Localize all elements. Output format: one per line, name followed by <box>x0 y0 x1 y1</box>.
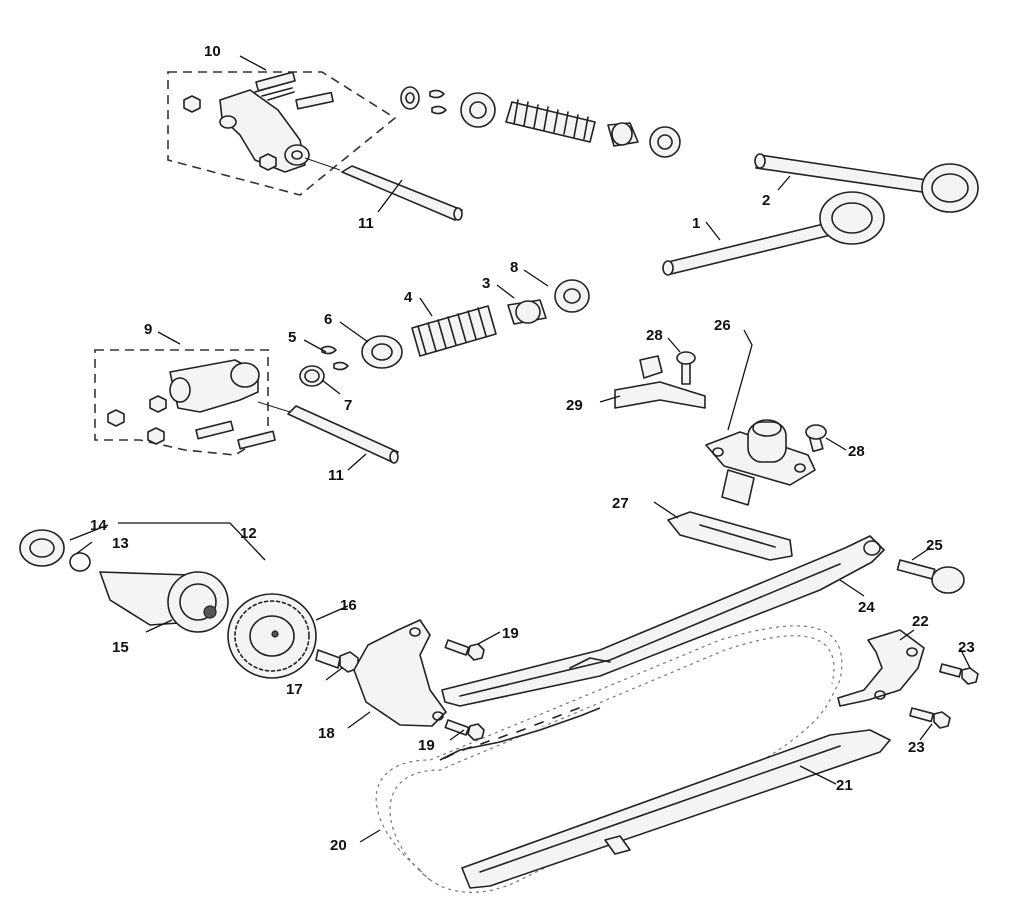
plate-29 <box>614 355 706 409</box>
callout-9: 9 <box>144 321 152 338</box>
lower-valve-spring-row <box>299 279 590 387</box>
callout-17: 17 <box>286 681 303 698</box>
callout-11-lower: 11 <box>328 467 344 484</box>
chain-guide-21 <box>461 729 891 889</box>
callout-16: 16 <box>340 597 357 614</box>
callout-18: 18 <box>318 725 335 742</box>
bolts-23 <box>909 663 979 729</box>
callout-13: 13 <box>112 535 129 552</box>
callout-28-upper: 28 <box>646 327 663 344</box>
callout-15: 14 <box>90 517 107 534</box>
callout-24: 24 <box>858 599 875 616</box>
callout-22: 22 <box>912 613 929 630</box>
lower-rocker-arm-group <box>94 349 399 464</box>
bracket-22 <box>837 629 925 707</box>
callout-2: 2 <box>762 192 770 209</box>
callout-26: 26 <box>714 317 731 334</box>
callout-21: 21 <box>836 777 853 794</box>
chain-tensioner-24 <box>441 535 885 707</box>
bolts-28 <box>676 351 827 453</box>
tensioner-26 <box>705 419 816 506</box>
upper-rocker-arm-group <box>167 71 463 221</box>
callout-labels: 10 11 2 1 8 3 4 6 5 7 9 11 12 14 13 15 1… <box>90 43 975 854</box>
leader-lines <box>69 55 971 843</box>
callout-19-upper: 19 <box>502 625 519 642</box>
callout-28-lower: 28 <box>848 443 865 460</box>
valve-2 <box>754 153 979 213</box>
callout-7: 7 <box>344 397 352 414</box>
valve-1 <box>662 191 885 276</box>
callout-1: 1 <box>692 215 700 232</box>
callout-3: 3 <box>482 275 490 292</box>
callout-12: 12 <box>240 525 257 542</box>
timing-chain-20 <box>375 625 843 893</box>
callout-25: 25 <box>926 537 943 554</box>
callout-5: 5 <box>288 329 296 346</box>
callout-4: 4 <box>404 289 413 306</box>
callout-10: 10 <box>204 43 221 60</box>
callout-19-lower: 19 <box>418 737 435 754</box>
callout-8: 8 <box>510 259 518 276</box>
camshaft-group <box>19 529 359 679</box>
callout-6: 6 <box>324 311 332 328</box>
callout-14: 15 <box>112 639 129 656</box>
gasket-27 <box>667 511 793 561</box>
callout-23-lower: 23 <box>908 739 925 756</box>
upper-valve-spring-row <box>400 86 681 158</box>
bracket-18 <box>353 619 447 727</box>
callout-29: 29 <box>566 397 583 414</box>
callout-27: 27 <box>612 495 629 512</box>
bolt-25 <box>896 559 965 594</box>
callout-20: 20 <box>330 837 347 854</box>
callout-23-upper: 23 <box>958 639 975 656</box>
callout-11-upper: 11 <box>358 215 374 232</box>
